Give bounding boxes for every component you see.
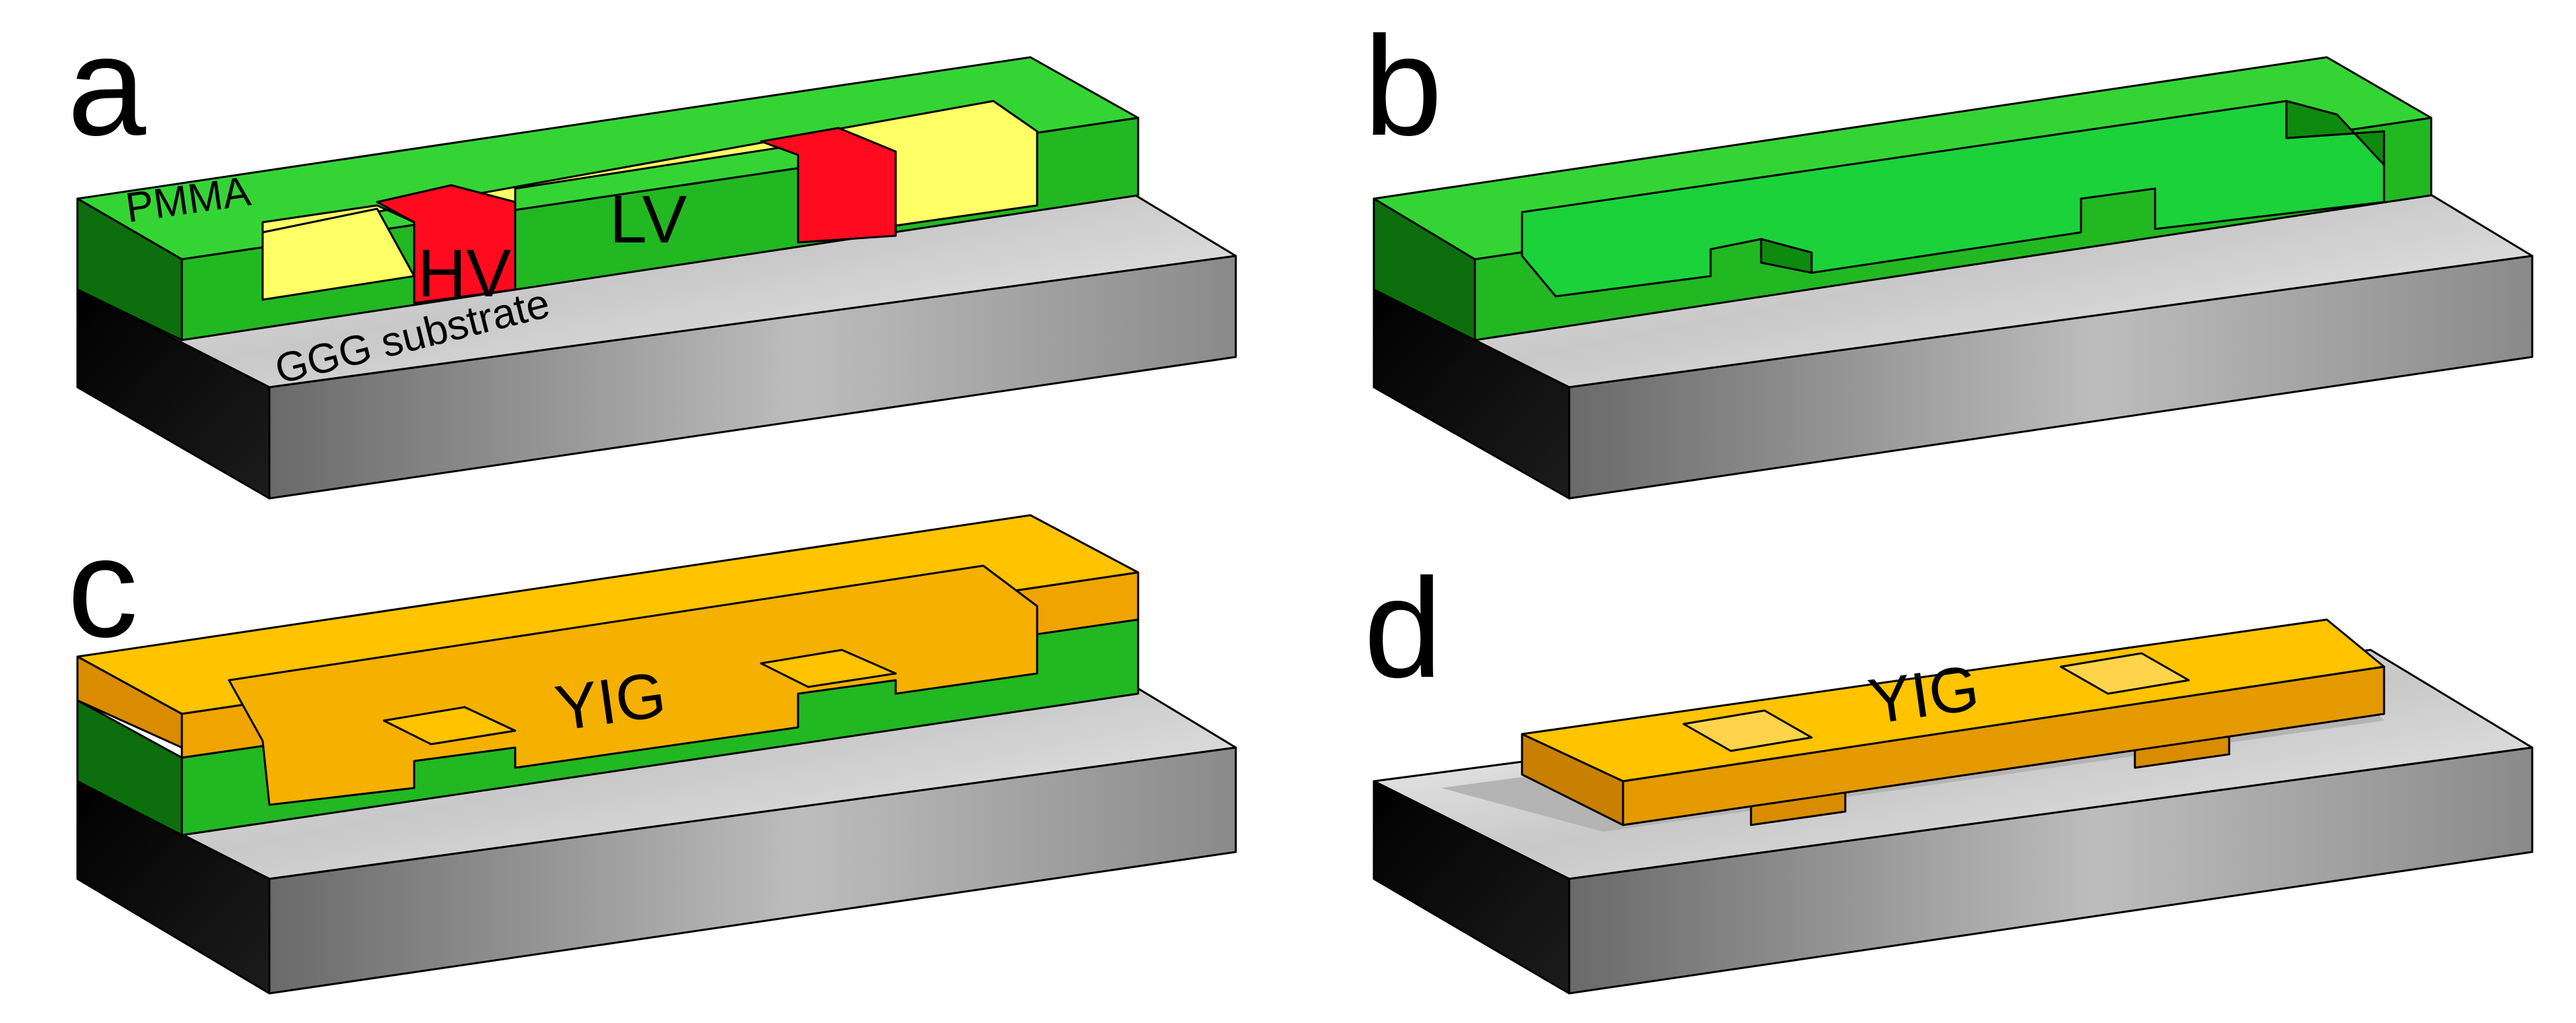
yig-hole-left: [1682, 709, 1813, 752]
panel-label-b: b: [1364, 7, 1443, 165]
pmma-developed-b: [1373, 56, 2433, 341]
yig-film-c: [76, 514, 1140, 806]
panel-a: a PMMA HV LV GGG substrate: [67, 7, 1237, 500]
substrate-front-face: [268, 746, 1237, 995]
substrate-front-face: [1568, 746, 2534, 995]
panel-label-a: a: [67, 7, 146, 165]
panel-label-d: d: [1364, 549, 1443, 707]
yig-structure-d: [1521, 618, 2385, 826]
pmma-layer-a: [76, 56, 1140, 341]
panel-label-c: c: [67, 508, 138, 667]
panel-d: d YIG: [1364, 549, 2534, 995]
substrate-front-face: [1568, 255, 2534, 500]
yig-hole-right: [760, 649, 897, 688]
yig-hole-right: [2059, 652, 2190, 695]
panel-b: b: [1364, 7, 2534, 500]
yig-hole-left: [383, 706, 517, 746]
substrate-front-face: [268, 255, 1237, 500]
lv-label: LV: [609, 182, 687, 257]
trench-back-wall: [2285, 100, 2385, 166]
yig-label-d: YIG: [1864, 652, 1983, 738]
yig-label-c: YIG: [551, 659, 670, 745]
undercut-step: [1760, 238, 1813, 274]
yig-bar-front-face: [1622, 665, 2385, 826]
hv-label: HV: [418, 236, 511, 311]
hv-resist-block-left: [376, 184, 517, 304]
hv-resist-block-right: [760, 127, 897, 244]
panel-c: c YIG: [67, 508, 1237, 995]
